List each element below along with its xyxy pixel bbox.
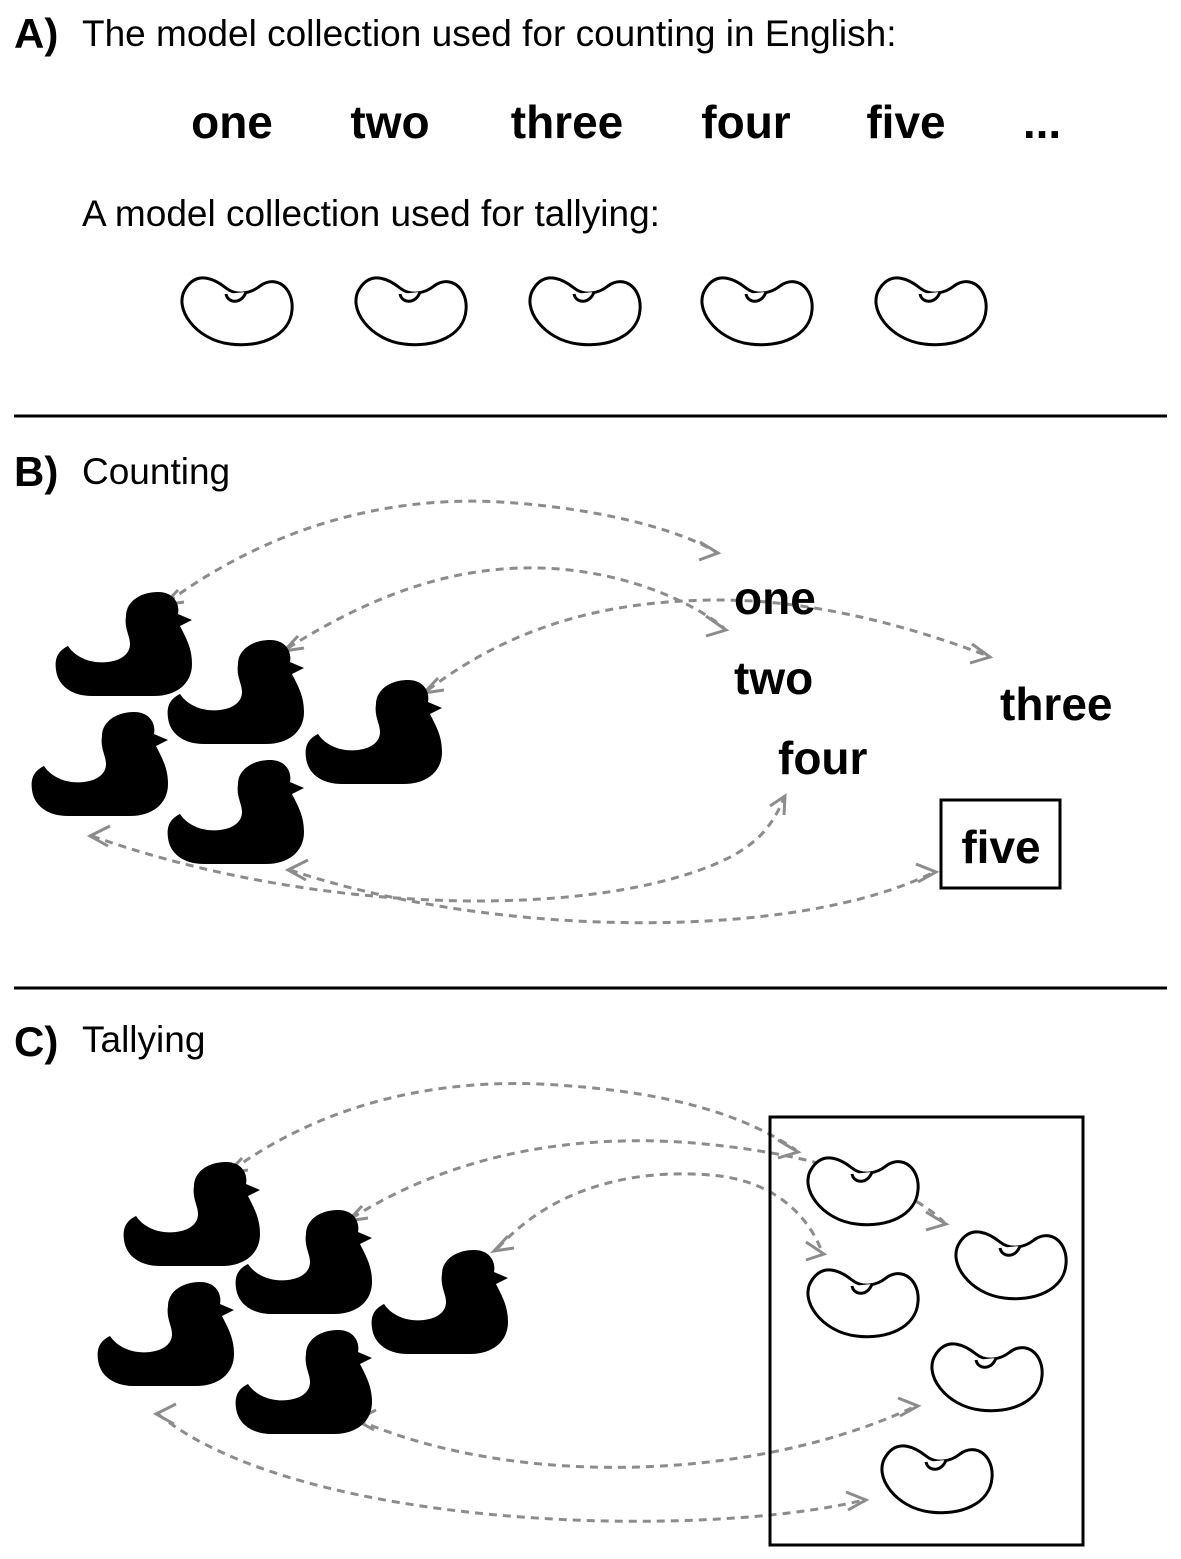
duck-icon bbox=[235, 1330, 373, 1434]
bean-icon bbox=[874, 276, 988, 347]
bean-icon bbox=[700, 276, 814, 347]
panel-a-letter: A) bbox=[14, 10, 58, 57]
bean-icon bbox=[806, 1156, 920, 1227]
model-word-five: five bbox=[866, 96, 945, 148]
bean-icon bbox=[528, 276, 642, 347]
panel-b-caption: Counting bbox=[82, 451, 230, 492]
duck-icon bbox=[55, 592, 193, 696]
bean-icon bbox=[880, 1444, 994, 1515]
tallying-duck-group bbox=[97, 1162, 509, 1434]
duck-icon bbox=[371, 1250, 509, 1354]
count-word-one: one bbox=[734, 572, 816, 624]
panel-a-tallying-caption: A model collection used for tallying: bbox=[82, 193, 660, 234]
bean-icon bbox=[806, 1268, 920, 1339]
model-word-three: three bbox=[511, 96, 623, 148]
model-word-one: one bbox=[191, 96, 273, 148]
model-word-ellipsis: ... bbox=[1023, 96, 1061, 148]
panel-b-letter: B) bbox=[14, 448, 58, 495]
model-word-two: two bbox=[350, 96, 429, 148]
count-word-two: two bbox=[734, 652, 813, 704]
duck-icon bbox=[31, 712, 169, 816]
bean-icon bbox=[354, 276, 468, 347]
model-word-four: four bbox=[701, 96, 791, 148]
model-bean-row bbox=[180, 276, 988, 347]
panel-c-letter: C) bbox=[14, 1018, 58, 1065]
panel-a-counting-caption: The model collection used for counting i… bbox=[82, 13, 896, 54]
panel-a: A) The model collection used for countin… bbox=[14, 10, 1061, 347]
panel-c-caption: Tallying bbox=[82, 1019, 205, 1060]
count-word-three: three bbox=[1000, 678, 1112, 730]
panel-c: C) Tallying bbox=[14, 1018, 1085, 1547]
counting-word-list: one two three four five ... bbox=[191, 96, 1061, 148]
count-word-four: four bbox=[778, 732, 868, 784]
duck-icon bbox=[167, 760, 305, 864]
final-count-box bbox=[939, 798, 1062, 890]
tally-bean-box bbox=[768, 1115, 1085, 1547]
counting-duck-group bbox=[31, 592, 443, 864]
tally-bean-group bbox=[806, 1156, 1068, 1515]
bean-icon bbox=[954, 1230, 1068, 1301]
bean-icon bbox=[930, 1342, 1044, 1413]
bean-icon bbox=[180, 276, 294, 347]
duck-icon bbox=[97, 1282, 235, 1386]
duck-icon bbox=[123, 1162, 261, 1266]
duck-icon bbox=[305, 680, 443, 784]
counting-word-scatter: one two three four five bbox=[734, 572, 1112, 890]
panel-b: B) Counting one bbox=[14, 448, 1112, 925]
count-word-five: five bbox=[961, 821, 1040, 873]
